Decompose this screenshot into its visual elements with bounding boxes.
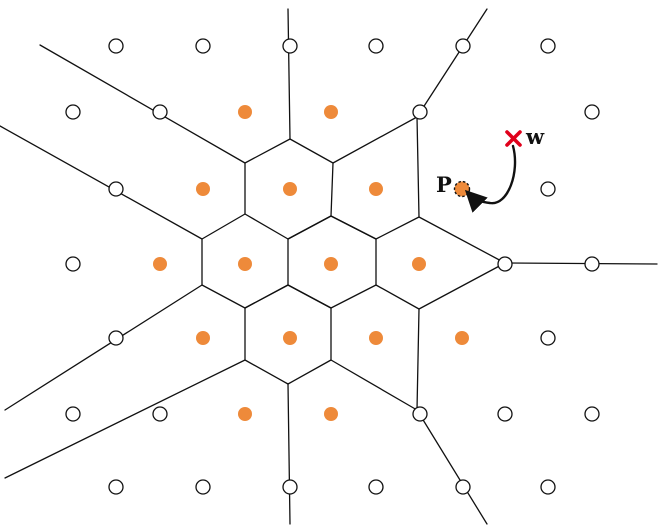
voronoi-edges xyxy=(0,8,658,525)
inside-point-12 xyxy=(455,331,469,345)
inside-point-0 xyxy=(238,105,252,119)
outside-point-20 xyxy=(497,406,513,422)
outside-point-10 xyxy=(108,181,124,197)
x-mark-icon xyxy=(505,130,522,147)
inside-point-8 xyxy=(412,257,426,271)
dashed-circle-icon xyxy=(453,180,471,198)
ray-upper-right xyxy=(416,8,488,118)
outside-lattice-points xyxy=(65,38,600,495)
inside-point-9 xyxy=(196,331,210,345)
outside-point-0 xyxy=(108,38,124,54)
inside-point-4 xyxy=(369,182,383,196)
inside-point-6 xyxy=(238,257,252,271)
outside-point-25 xyxy=(368,479,384,495)
point-p: P xyxy=(436,172,471,198)
outside-point-22 xyxy=(108,479,124,495)
outside-point-9 xyxy=(584,104,600,120)
outside-point-6 xyxy=(65,104,81,120)
ray-left-low xyxy=(4,284,203,411)
outside-point-24 xyxy=(282,479,298,495)
cell-lower-right xyxy=(330,284,420,411)
inside-point-11 xyxy=(369,331,383,345)
ray-up xyxy=(287,8,291,140)
cell-upper-right xyxy=(330,116,420,240)
inside-point-2 xyxy=(196,182,210,196)
outside-point-5 xyxy=(540,38,556,54)
outside-point-23 xyxy=(195,479,211,495)
ray-lower-right xyxy=(416,409,488,525)
outside-point-12 xyxy=(65,256,81,272)
label-p: P xyxy=(436,172,452,197)
outside-point-27 xyxy=(540,479,556,495)
outside-point-15 xyxy=(108,330,124,346)
outside-point-13 xyxy=(497,256,513,272)
arrow-w-to-p xyxy=(464,144,517,213)
point-w: w xyxy=(505,124,545,149)
inside-point-13 xyxy=(238,407,252,421)
outside-point-4 xyxy=(455,38,471,54)
inside-point-7 xyxy=(324,257,338,271)
outside-point-14 xyxy=(584,256,600,272)
outside-point-26 xyxy=(455,479,471,495)
inside-point-3 xyxy=(283,182,297,196)
inside-point-5 xyxy=(153,257,167,271)
cell-right xyxy=(418,216,506,310)
outside-point-7 xyxy=(152,104,168,120)
ray-left-high xyxy=(0,125,203,240)
outside-point-11 xyxy=(540,181,556,197)
ray-right xyxy=(504,262,658,265)
inside-point-1 xyxy=(324,105,338,119)
outside-point-18 xyxy=(152,406,168,422)
ray-down xyxy=(287,383,291,525)
outside-point-3 xyxy=(368,38,384,54)
ray-lower-left xyxy=(4,359,246,479)
outside-point-17 xyxy=(65,406,81,422)
label-w: w xyxy=(525,124,545,149)
inside-lattice-points xyxy=(153,105,469,421)
outside-point-19 xyxy=(412,406,428,422)
outside-point-1 xyxy=(195,38,211,54)
outside-point-2 xyxy=(282,38,298,54)
outside-point-8 xyxy=(412,104,428,120)
inside-point-14 xyxy=(324,407,338,421)
outside-point-21 xyxy=(584,406,600,422)
outside-point-16 xyxy=(540,330,556,346)
ray-upper-left xyxy=(39,44,246,164)
inside-point-10 xyxy=(283,331,297,345)
